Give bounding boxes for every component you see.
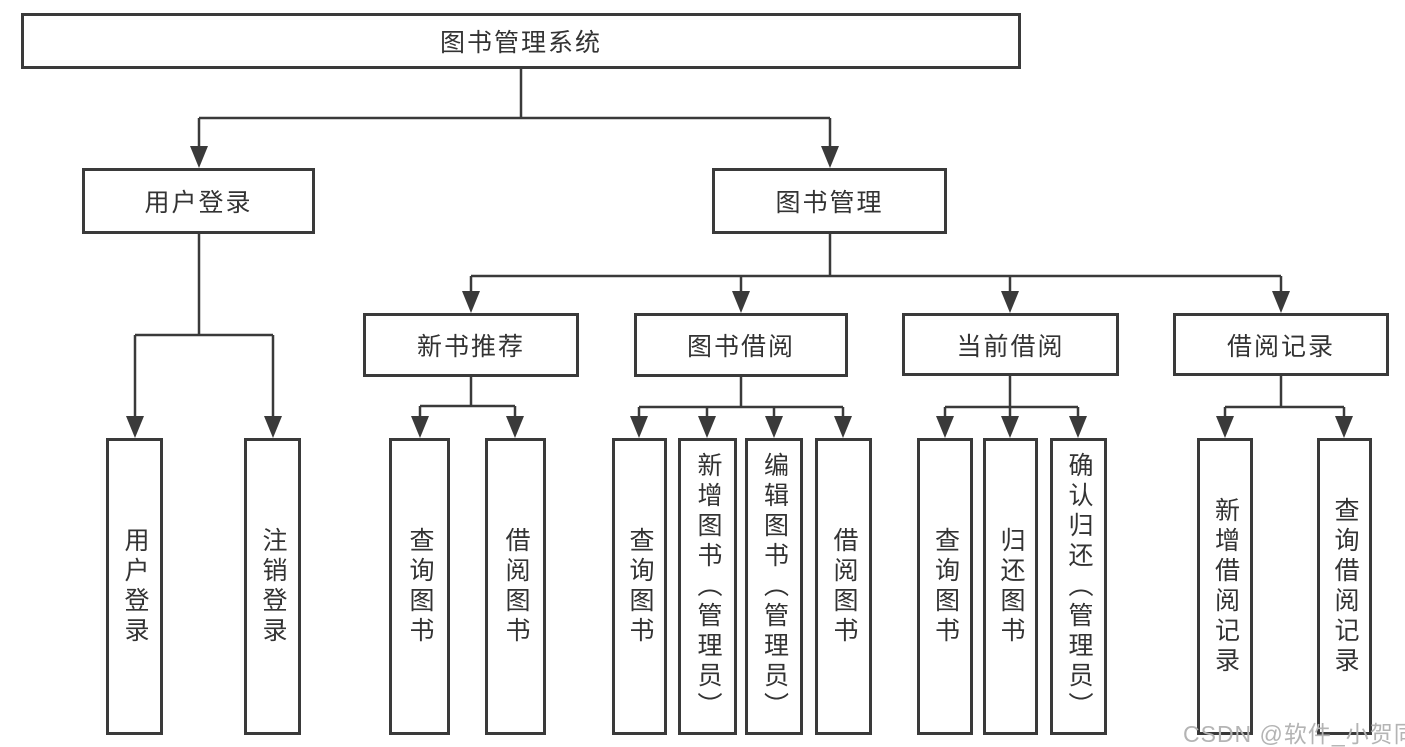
node-label: 当前借阅 bbox=[956, 332, 1065, 361]
node-label: 查询图书 bbox=[626, 526, 654, 647]
node-user-login: 用户登录 bbox=[82, 168, 315, 234]
node-label: 新增图书（管理员） bbox=[694, 451, 722, 722]
node-label: 归还图书 bbox=[997, 526, 1025, 647]
node-current-borrow: 当前借阅 bbox=[902, 313, 1119, 376]
node-label: 注销登录 bbox=[259, 526, 287, 647]
node-label: 图书管理系统 bbox=[439, 29, 602, 57]
leaf-query-books-current: 查询图书 bbox=[917, 438, 973, 735]
node-label: 用户登录 bbox=[144, 189, 253, 217]
tree-edges bbox=[133, 69, 1346, 417]
node-label: 借阅图书 bbox=[830, 526, 858, 647]
node-label: 确认归还（管理员） bbox=[1065, 451, 1093, 722]
node-label: 编辑图书（管理员） bbox=[760, 451, 789, 722]
leaf-query-borrow-record: 查询借阅记录 bbox=[1317, 438, 1372, 735]
node-library-system: 图书管理系统 bbox=[21, 13, 1021, 69]
node-label: 查询图书 bbox=[931, 526, 960, 647]
leaf-borrow-books: 借阅图书 bbox=[815, 438, 872, 735]
leaf-return-books: 归还图书 bbox=[983, 438, 1038, 735]
leaf-edit-books-admin: 编辑图书（管理员） bbox=[745, 438, 803, 735]
node-book-management: 图书管理 bbox=[712, 168, 947, 234]
leaf-borrow-books-recommend: 借阅图书 bbox=[485, 438, 546, 735]
watermark: CSDN @软件_小贺同学 bbox=[1183, 721, 1405, 747]
node-new-book-recommend: 新书推荐 bbox=[363, 313, 579, 377]
node-label: 图书借阅 bbox=[686, 333, 795, 361]
node-label: 图书管理 bbox=[775, 189, 884, 217]
node-label: 借阅图书 bbox=[502, 526, 530, 647]
leaf-user-login: 用户登录 bbox=[106, 438, 163, 735]
leaf-logout: 注销登录 bbox=[244, 438, 301, 735]
leaf-add-borrow-record: 新增借阅记录 bbox=[1197, 438, 1253, 735]
arrowheads bbox=[126, 146, 1353, 438]
leaf-confirm-return-admin: 确认归还（管理员） bbox=[1050, 438, 1107, 735]
node-label: 新书推荐 bbox=[416, 333, 525, 361]
leaf-add-books-admin: 新增图书（管理员） bbox=[678, 438, 737, 735]
node-label: 新增借阅记录 bbox=[1211, 496, 1240, 677]
leaf-query-books-borrow: 查询图书 bbox=[612, 438, 667, 735]
node-borrow-records: 借阅记录 bbox=[1173, 313, 1389, 376]
node-label: 查询图书 bbox=[406, 526, 434, 647]
node-book-borrow: 图书借阅 bbox=[634, 313, 848, 377]
node-label: 借阅记录 bbox=[1226, 332, 1335, 361]
node-label: 查询借阅记录 bbox=[1331, 496, 1359, 677]
node-label: 用户登录 bbox=[121, 526, 149, 647]
leaf-query-books-recommend: 查询图书 bbox=[389, 438, 450, 735]
